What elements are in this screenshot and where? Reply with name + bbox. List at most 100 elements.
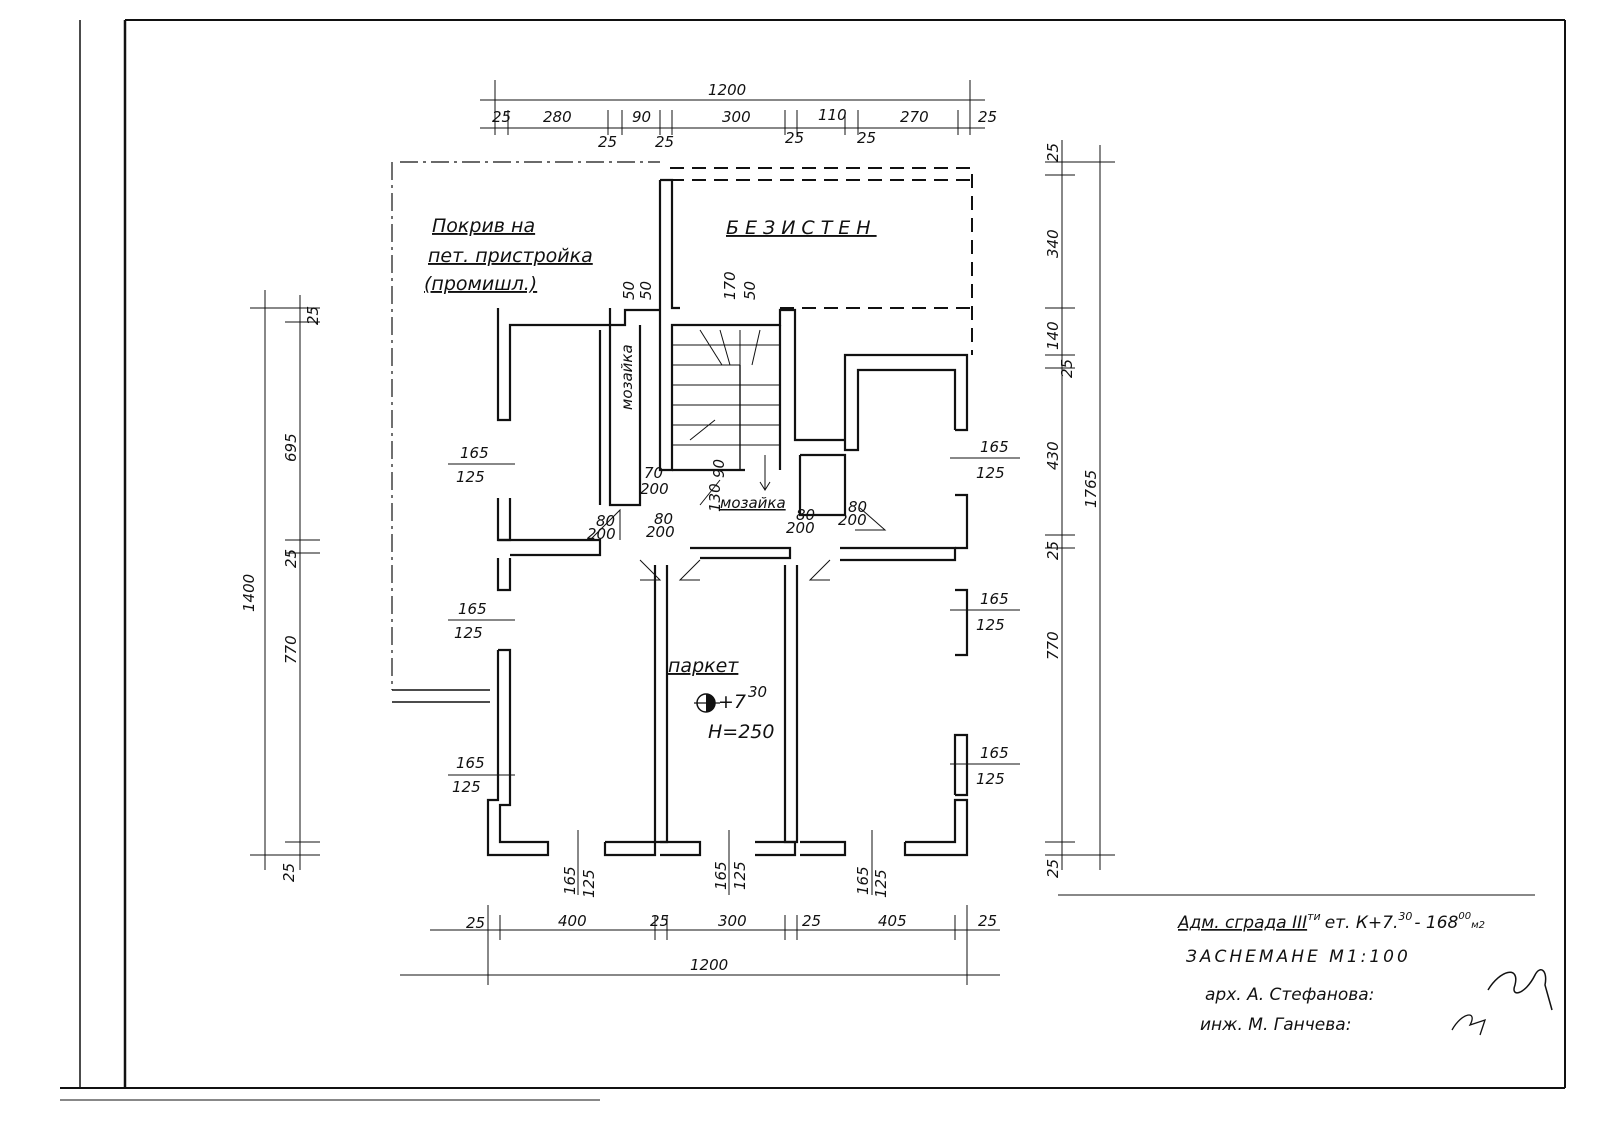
floor-label: паркет xyxy=(668,655,739,677)
elevation-sup: 30 xyxy=(748,683,767,701)
building-walls xyxy=(486,178,969,857)
win-bottom-1-h: 125 xyxy=(580,869,598,898)
title-line1-building: Адм. сграда III xyxy=(1177,913,1307,933)
win-left-3-h: 125 xyxy=(452,778,481,796)
dim-left-seg-4: 770 xyxy=(282,635,300,664)
win-left-1-h: 125 xyxy=(456,468,485,486)
dim-bottom-seg-2: 400 xyxy=(558,912,587,930)
win-right-1-h: 125 xyxy=(976,464,1005,482)
dim-top-seg-5: 25 xyxy=(655,133,674,151)
win-bottom-1-w: 165 xyxy=(561,866,579,895)
door-dim-6h: 130 xyxy=(706,483,724,512)
signature-2 xyxy=(1451,1014,1487,1036)
title-line2: ЗАСНЕМАНЕ М1:100 xyxy=(1186,947,1411,967)
win-bottom-2-w: 165 xyxy=(712,861,730,890)
door-dim-50: 50 xyxy=(741,281,759,300)
dimension-texts: 1200 25 280 25 90 25 300 25 110 25 270 2… xyxy=(240,81,1100,974)
dim-top-seg-3: 25 xyxy=(598,133,617,151)
dim-bottom-seg-4: 300 xyxy=(718,912,747,930)
win-left-2-w: 165 xyxy=(458,600,487,618)
door-swings xyxy=(589,479,887,581)
dim-right-seg-2: 340 xyxy=(1044,229,1062,258)
dim-right-seg-6: 25 xyxy=(1044,541,1062,560)
win-bottom-2-h: 125 xyxy=(731,861,749,890)
dim-bottom-seg-3: 25 xyxy=(650,912,669,930)
title-line1-sup3: 00 xyxy=(1458,911,1471,922)
door-dim-170: 170 xyxy=(721,271,739,300)
dim-left-total: 1400 xyxy=(240,574,258,612)
roof-label-line1: Покрив на xyxy=(432,215,535,237)
dim-top-seg-11: 25 xyxy=(978,108,997,126)
title-line3: арх. А. Стефанова: xyxy=(1205,985,1374,1005)
attic-outline xyxy=(670,167,973,355)
dim-right-seg-1: 25 xyxy=(1044,143,1062,162)
dim-bottom-seg-7: 25 xyxy=(978,912,997,930)
mosaic-center-label: мозайка xyxy=(720,494,786,512)
attic-label: БЕЗИСТЕН xyxy=(726,217,877,239)
win-right-3-h: 125 xyxy=(976,770,1005,788)
room-labels: Покрив на пет. пристройка (промишл.) БЕЗ… xyxy=(424,215,877,743)
door-dim-6w: 90 xyxy=(710,459,728,478)
title-line1-area: - 168 xyxy=(1414,913,1458,933)
title-line1-sup2: 30 xyxy=(1398,910,1412,923)
door-dim-3w: 80 xyxy=(796,506,815,524)
dim-top-seg-10: 270 xyxy=(900,108,929,126)
door-dim-2h: 200 xyxy=(646,523,675,541)
dim-top-seg-8: 110 xyxy=(818,106,847,124)
dimension-lines xyxy=(250,80,1535,985)
dim-bottom-total: 1200 xyxy=(690,956,728,974)
door-dim-3h: 200 xyxy=(786,519,815,537)
dim-bottom-seg-1: 25 xyxy=(466,914,485,932)
title-line1-unit: м2 xyxy=(1471,920,1485,931)
door-dim-4w: 80 xyxy=(848,498,867,516)
dim-top-seg-1: 25 xyxy=(492,108,511,126)
title-block: Адм. сграда IIIти ет. К+7.30- 16800м2 ЗАС… xyxy=(1177,910,1553,1036)
door-dim-50b: 50 xyxy=(637,281,655,300)
title-line4: инж. М. Ганчева: xyxy=(1200,1015,1351,1035)
dim-left-seg-2: 695 xyxy=(282,433,300,462)
dim-right-seg-4: 25 xyxy=(1058,359,1076,378)
dim-top-seg-4: 90 xyxy=(632,108,651,126)
elevation-marker-symbol xyxy=(694,693,720,713)
win-left-1-w: 165 xyxy=(460,444,489,462)
roof-label-line2: пет. пристройка xyxy=(428,245,593,267)
dim-top-seg-6: 300 xyxy=(722,108,751,126)
staircase xyxy=(672,329,780,491)
door-dim-5w: 70 xyxy=(644,464,663,482)
dim-bottom-seg-5: 25 xyxy=(802,912,821,930)
dim-top-seg-9: 25 xyxy=(857,129,876,147)
elevation-label: +7 xyxy=(718,691,746,713)
sheet-frame xyxy=(60,19,1566,1101)
title-line1: Адм. сграда IIIти ет. К+7.30- 16800м2 xyxy=(1177,910,1485,933)
dim-right-seg-3: 140 xyxy=(1044,321,1062,350)
dim-left-seg-1: 25 xyxy=(304,306,322,325)
win-right-2-h: 125 xyxy=(976,616,1005,634)
win-bottom-3-w: 165 xyxy=(854,866,872,895)
signature-1 xyxy=(1487,969,1553,1011)
door-dim-5h: 200 xyxy=(640,480,669,498)
dim-top-seg-2: 280 xyxy=(543,108,572,126)
roof-label-line3: (промишл.) xyxy=(424,273,537,295)
roof-outline xyxy=(391,161,660,703)
dim-right-seg-8: 25 xyxy=(1044,859,1062,878)
door-dim-4h: 200 xyxy=(838,511,867,529)
dim-right-total: 1765 xyxy=(1082,470,1100,508)
win-right-2-w: 165 xyxy=(980,590,1009,608)
door-dim-50a: 50 xyxy=(620,281,638,300)
win-bottom-3-h: 125 xyxy=(872,869,890,898)
dim-bottom-seg-6: 405 xyxy=(878,912,907,930)
mosaic-left-label: мозайка xyxy=(618,344,636,410)
win-left-2-h: 125 xyxy=(454,624,483,642)
win-right-3-w: 165 xyxy=(980,744,1009,762)
win-right-1-w: 165 xyxy=(980,438,1009,456)
dim-right-seg-5: 430 xyxy=(1044,441,1062,470)
win-left-3-w: 165 xyxy=(456,754,485,772)
title-line1-sup: ти xyxy=(1307,910,1321,923)
height-label: H=250 xyxy=(708,721,774,743)
door-dim-1w: 80 xyxy=(596,512,615,530)
dim-top-total: 1200 xyxy=(708,81,746,99)
title-line1-rest: ет. К+7. xyxy=(1325,913,1399,933)
dim-left-seg-3: 25 xyxy=(282,549,300,568)
door-dim-1h: 200 xyxy=(587,525,616,543)
